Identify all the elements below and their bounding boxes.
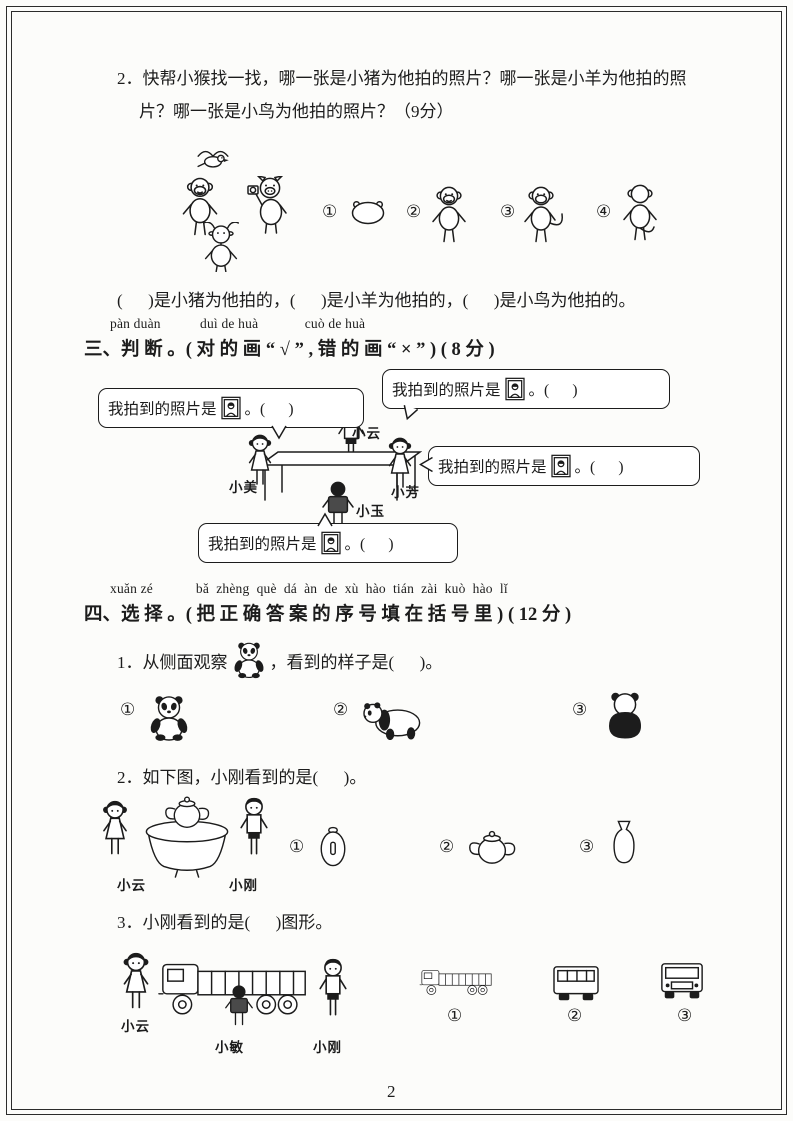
photo-3-monkey-side-icon	[521, 185, 567, 243]
name-label-xiaoyun-q3: 小云	[121, 1019, 150, 1034]
teapot-front-view-icon	[609, 819, 639, 867]
choose-q1-text-after: ，看到的样子是( )。	[269, 652, 443, 672]
photo-4-label: ④	[596, 202, 612, 221]
photo-icon	[551, 454, 571, 478]
bubble-answer-blank: 。( )	[244, 401, 294, 418]
bubble-answer-blank: 。( )	[344, 536, 394, 553]
question2-line2: 片？哪一张是小鸟为他拍的照片？（9分）	[139, 102, 454, 121]
photo-icon	[221, 396, 241, 420]
question2-line1: 2．快帮小猴找一找，哪一张是小猪为他拍的照片？哪一张是小羊为他拍的照	[117, 69, 687, 88]
bubble-text: 我拍到的照片是	[438, 459, 547, 476]
teapot-on-table-icon	[163, 790, 211, 830]
choose-pinyin: xuǎn zé bǎ zhèng què dá àn de xù hào tiá…	[110, 581, 508, 596]
goat-icon	[199, 222, 243, 272]
judge-section-title: 三、判 断 。( 对 的 画 “ √ ” , 错 的 画 “ × ” ) ( 8…	[84, 340, 495, 360]
name-label-xiaoyun: 小云	[352, 426, 381, 441]
bubble-answer-blank: 。( )	[574, 459, 624, 476]
bubble-tail	[418, 456, 433, 473]
choose-q1-text-before: 1．从侧面观察	[117, 652, 228, 672]
kid-xiaogang-q3-icon	[317, 956, 349, 1020]
photo-2-monkey-front-icon	[429, 185, 469, 243]
name-label-xiaogang-q3: 小刚	[313, 1040, 342, 1055]
judge-pinyin: pàn duàn duì de huà cuò de huà	[110, 316, 366, 331]
photo-2-label: ②	[406, 202, 422, 221]
bubble-tail	[403, 404, 419, 420]
choose-q3-option2-label: ②	[567, 1006, 583, 1025]
photo-icon	[321, 531, 341, 555]
pig-with-camera-icon	[246, 176, 296, 234]
choose-q1-option1-label: ①	[120, 700, 136, 719]
bubble-answer-blank: 。( )	[528, 382, 578, 399]
bird-icon	[194, 146, 232, 172]
photo-icon	[505, 377, 525, 401]
truck-side-view-icon	[419, 961, 495, 1001]
name-label-xiaoyu: 小玉	[356, 504, 385, 519]
choose-q3-option1-label: ①	[447, 1006, 463, 1025]
truck-front-view-icon	[655, 960, 709, 1006]
truck-back-view-icon	[547, 963, 605, 1007]
choose-q2-option3-label: ③	[579, 837, 595, 856]
question2-answer-line: ( )是小猪为他拍的，( )是小羊为他拍的，( )是小鸟为他拍的。	[117, 291, 636, 310]
name-label-xiaofang: 小芳	[391, 485, 420, 500]
choose-q2-text: 2．如下图，小刚看到的是( )。	[117, 768, 367, 787]
bubble-tail	[317, 512, 333, 526]
choose-q1-text: 1．从侧面观察 ，看到的样子是( )。	[117, 639, 442, 681]
name-label-xiaomin: 小敏	[215, 1040, 244, 1055]
panda-inline-icon	[231, 641, 267, 679]
bubble-text: 我拍到的照片是	[392, 382, 501, 399]
panda-side-view-icon	[361, 701, 423, 741]
bubble-tail	[271, 425, 287, 439]
panda-front-view-icon	[147, 694, 191, 742]
speech-bubble-xiaoyun: 我拍到的照片是 。( )	[382, 369, 670, 420]
teapot-end-view-icon	[319, 823, 347, 869]
choose-q2-option2-label: ②	[439, 837, 455, 856]
choose-section-title: 四、选 择 。( 把 正 确 答 案 的 序 号 填 在 括 号 里 ) ( 1…	[84, 605, 572, 625]
photo-1-label: ①	[322, 202, 338, 221]
photo-3-label: ③	[500, 202, 516, 221]
name-label-xiaomei: 小美	[229, 480, 258, 495]
choose-q1-option3-label: ③	[572, 700, 588, 719]
choose-q1-option2-label: ②	[333, 700, 349, 719]
teapot-side-view-icon	[467, 824, 517, 866]
kid-xiaogang-q2-icon	[238, 796, 270, 858]
photo-4-monkey-back-icon	[619, 183, 661, 241]
speech-bubble-xiaomei: 我拍到的照片是 。( )	[98, 388, 364, 439]
kid-xiaoyun-q3-icon	[119, 951, 153, 1013]
name-label-xiaogang-q2: 小刚	[229, 878, 258, 893]
bubble-text: 我拍到的照片是	[108, 401, 217, 418]
choose-q3-text: 3．小刚看到的是( )图形。	[117, 913, 333, 932]
bubble-text: 我拍到的照片是	[208, 536, 317, 553]
panda-back-view-icon	[601, 691, 649, 741]
speech-bubble-xiaofang: 我拍到的照片是 。( )	[418, 446, 700, 486]
choose-q2-option1-label: ①	[289, 837, 305, 856]
speech-bubble-xiaoyu: 我拍到的照片是 。( )	[198, 512, 458, 563]
kid-xiaoyun-q2-icon	[99, 799, 131, 859]
kid-xiaomin-icon	[224, 980, 254, 1032]
photo-1-oval-icon	[348, 197, 388, 227]
page-number: 2	[387, 1082, 396, 1101]
name-label-xiaoyun-q2: 小云	[117, 878, 146, 893]
choose-q3-option3-label: ③	[677, 1006, 693, 1025]
